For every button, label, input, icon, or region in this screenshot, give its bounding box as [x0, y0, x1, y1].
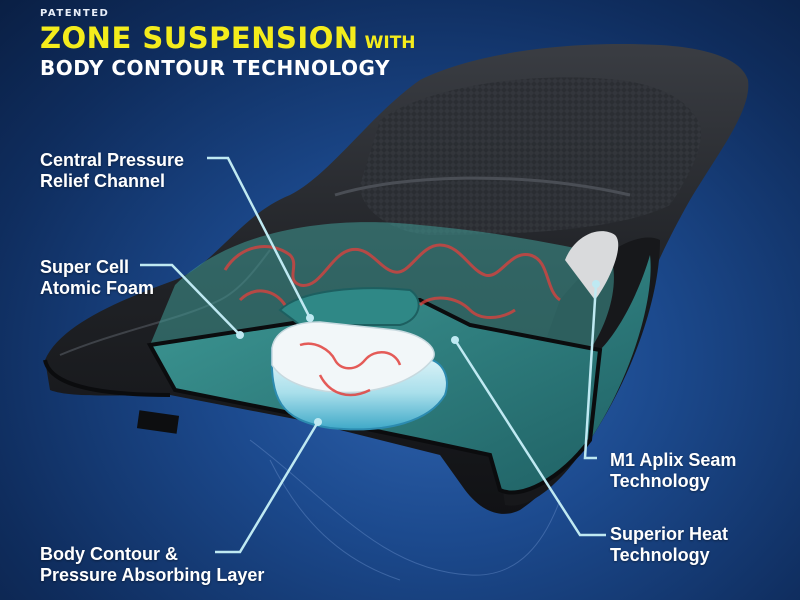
leader-endpoints	[236, 280, 600, 426]
callout-body-contour-pressure-absorbing-layer: Body Contour & Pressure Absorbing Layer	[40, 544, 264, 586]
callout-line: M1 Aplix Seam	[610, 450, 737, 470]
callout-line: Relief Channel	[40, 171, 166, 191]
callout-central-pressure-relief-channel: Central Pressure Relief Channel	[40, 150, 184, 192]
callout-line: Atomic Foam	[40, 278, 155, 298]
callout-line: Superior Heat	[610, 524, 729, 544]
callout-line: Body Contour &	[40, 544, 178, 564]
patented-badge: PATENTED	[40, 8, 110, 19]
callout-line: Central Pressure	[40, 150, 185, 170]
callout-super-cell-atomic-foam: Super Cell Atomic Foam	[40, 257, 154, 299]
callout-superior-heat-technology: Superior Heat Technology	[610, 524, 728, 566]
page-title: ZONE SUSPENSION	[40, 21, 359, 55]
body-contour-cushion	[270, 321, 448, 431]
page-subtitle: BODY CONTOUR TECHNOLOGY	[40, 56, 390, 80]
callout-line: Pressure Absorbing Layer	[40, 565, 265, 585]
callout-line: Technology	[610, 545, 710, 565]
leader-lines	[140, 156, 606, 554]
title-suffix: WITH	[364, 33, 416, 53]
heating-element	[223, 243, 561, 319]
callout-line: Technology	[610, 471, 710, 491]
callout-m1-aplix-seam-technology: M1 Aplix Seam Technology	[610, 450, 736, 492]
callout-line: Super Cell	[40, 257, 130, 277]
frame-outline	[249, 439, 561, 581]
